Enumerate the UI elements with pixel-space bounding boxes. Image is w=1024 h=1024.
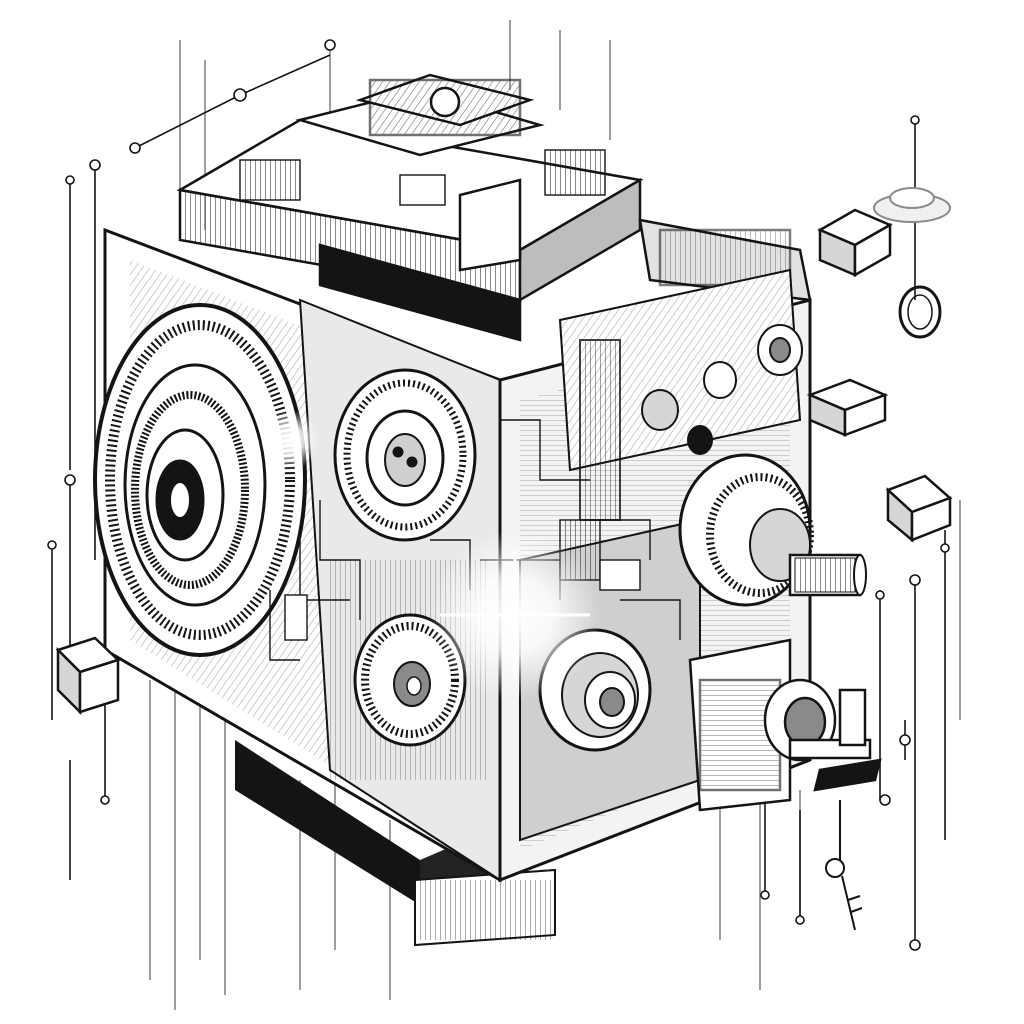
lower-right-gadget [688,638,882,812]
large-speaker-ring [93,303,307,657]
drip-lines [149,20,961,1010]
light-flare [260,410,600,700]
center-dial-upper [333,368,477,542]
hanging-key [825,800,863,931]
floating-cubes [55,208,953,716]
cube-top [176,73,812,342]
floating-ring [898,285,942,339]
circuit-details [239,149,681,661]
floating-disc [873,187,951,223]
right-motor-bolt [678,453,867,607]
